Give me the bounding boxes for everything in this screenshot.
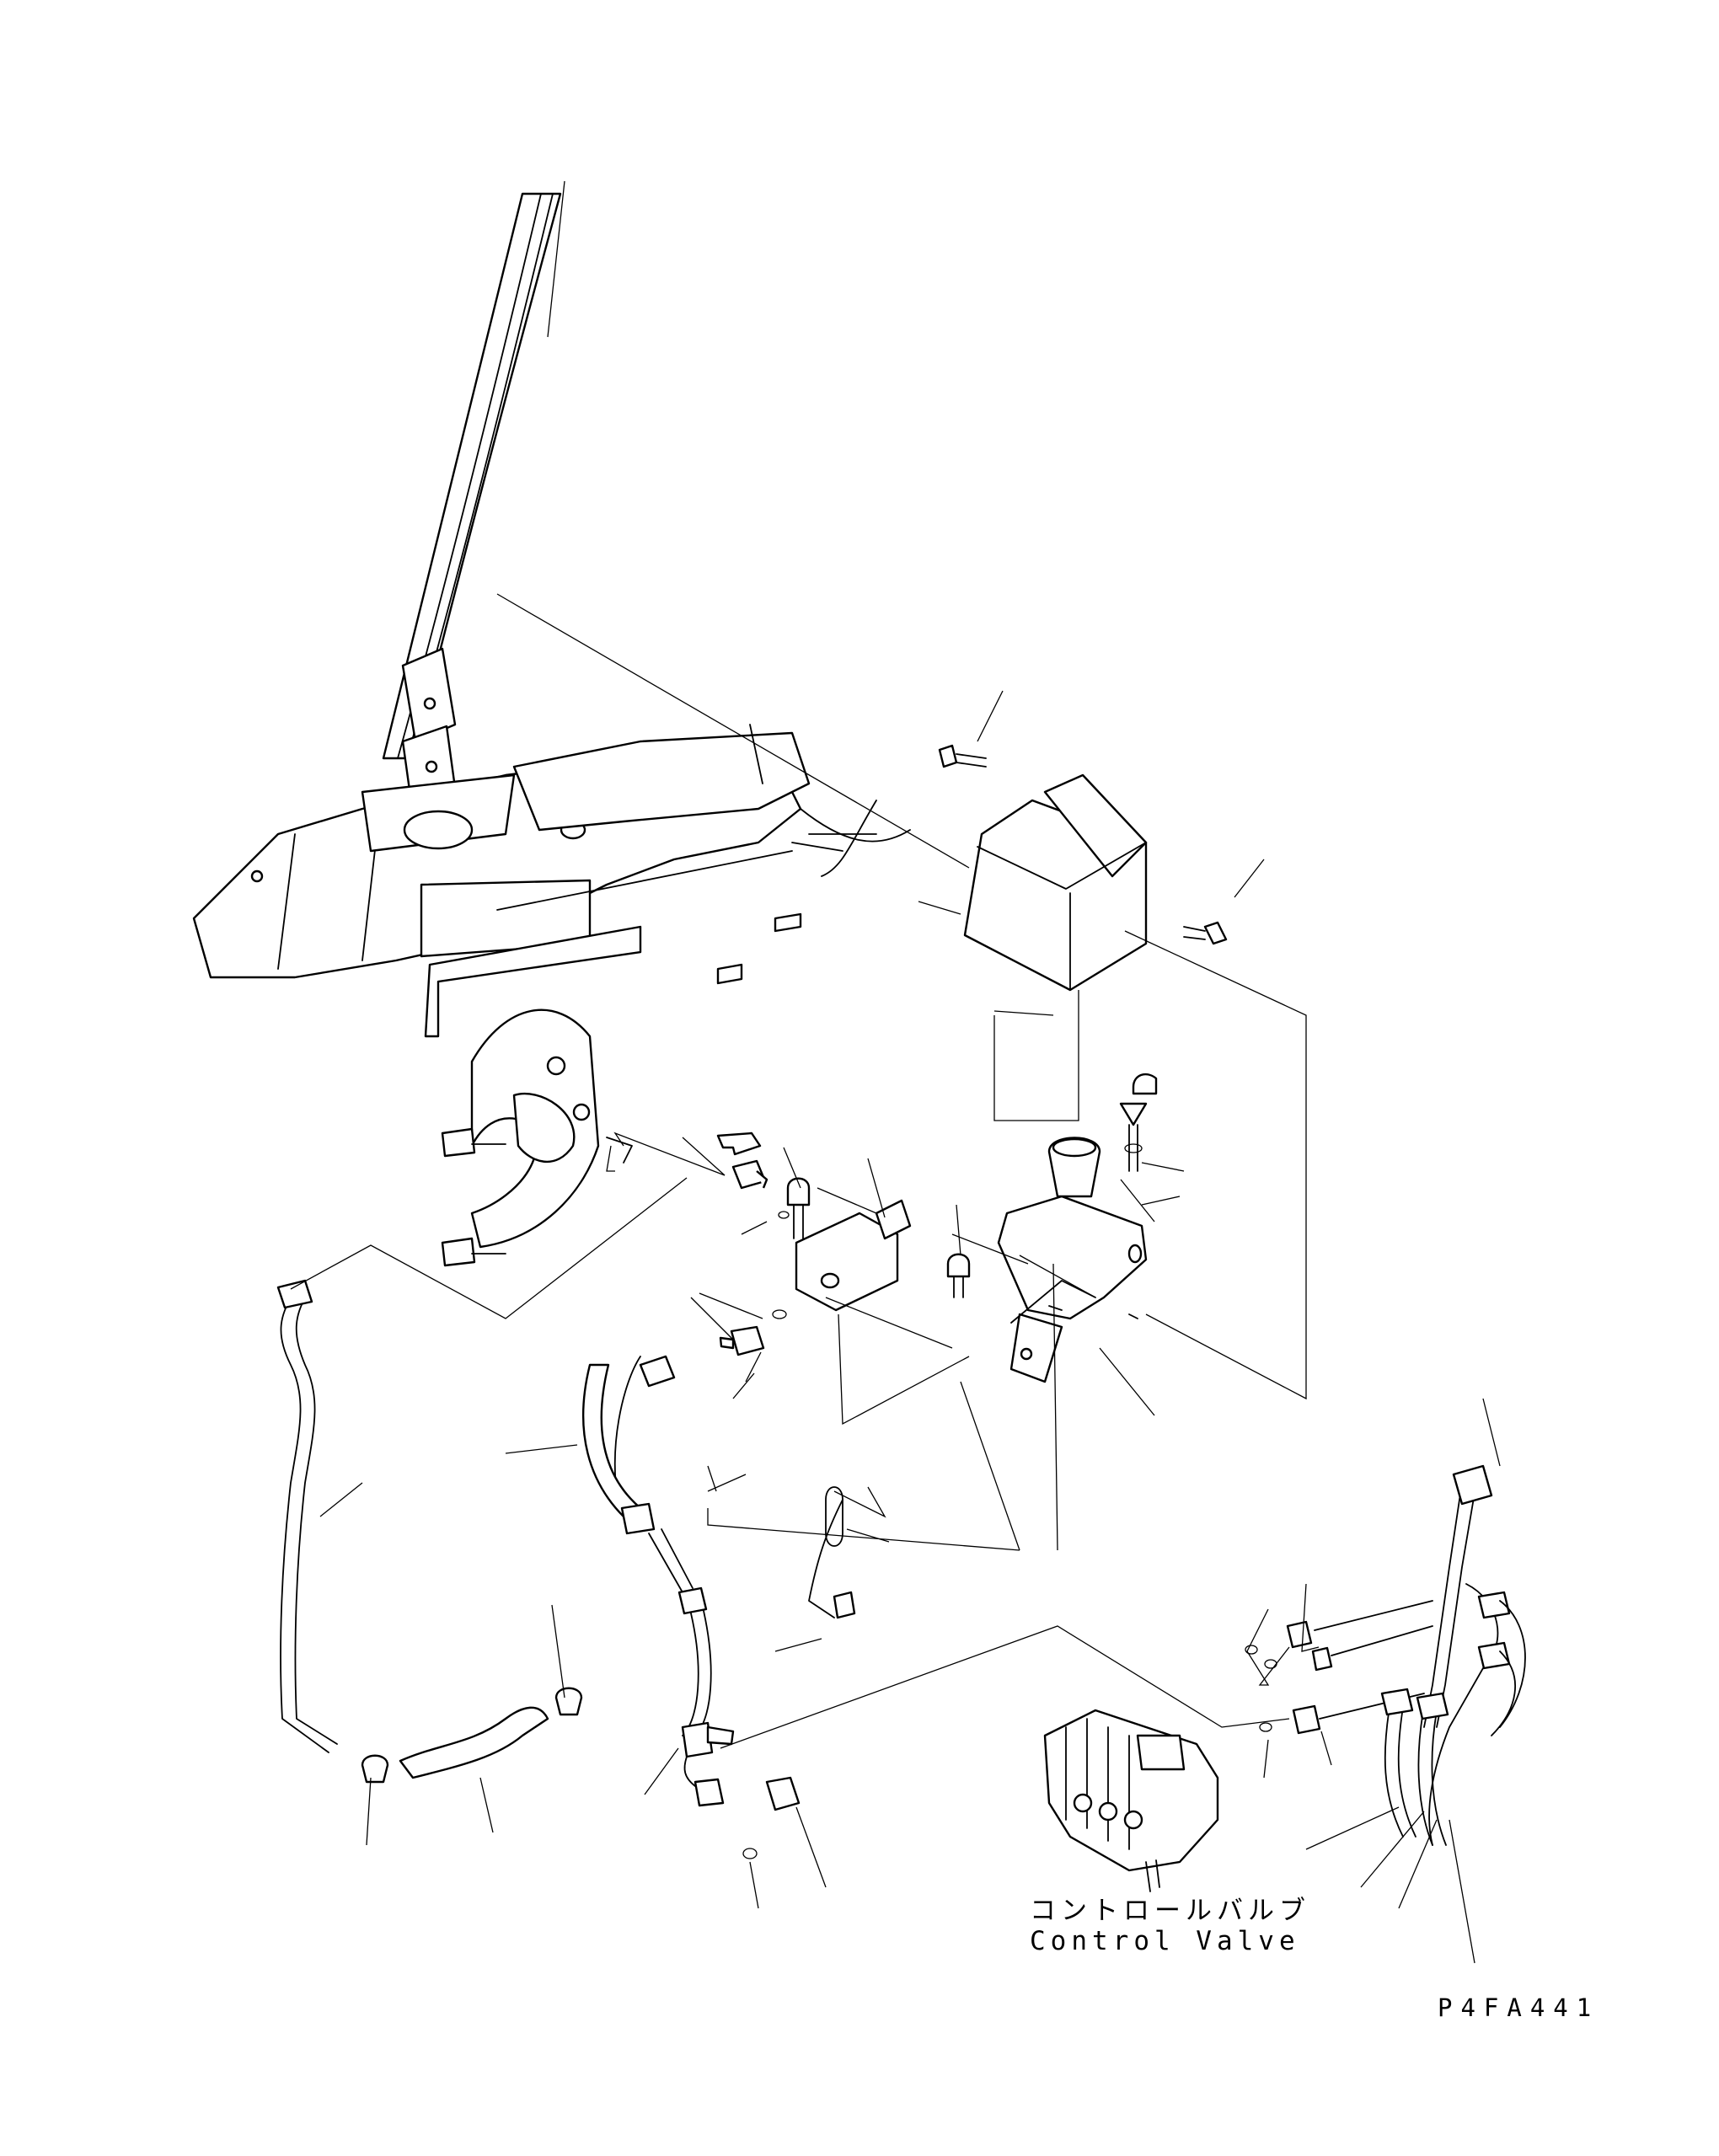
brake-tube-left [276,1279,856,1859]
leader-lines [290,180,1501,1964]
cover [938,744,1228,992]
pedal-bracket [441,1008,762,1267]
control-valve-label-en: Control Valve [1030,1926,1300,1956]
drawing-code: P4FA441 [1438,1993,1600,2022]
control-valve [1043,1464,1526,1892]
rops-pillar [382,192,562,804]
control-valve-label-ja: コントロールバルブ [1030,1896,1310,1926]
floor-plate [192,724,911,1038]
stopper-bracket [997,1073,1158,1383]
brake-valve [719,1159,971,1356]
